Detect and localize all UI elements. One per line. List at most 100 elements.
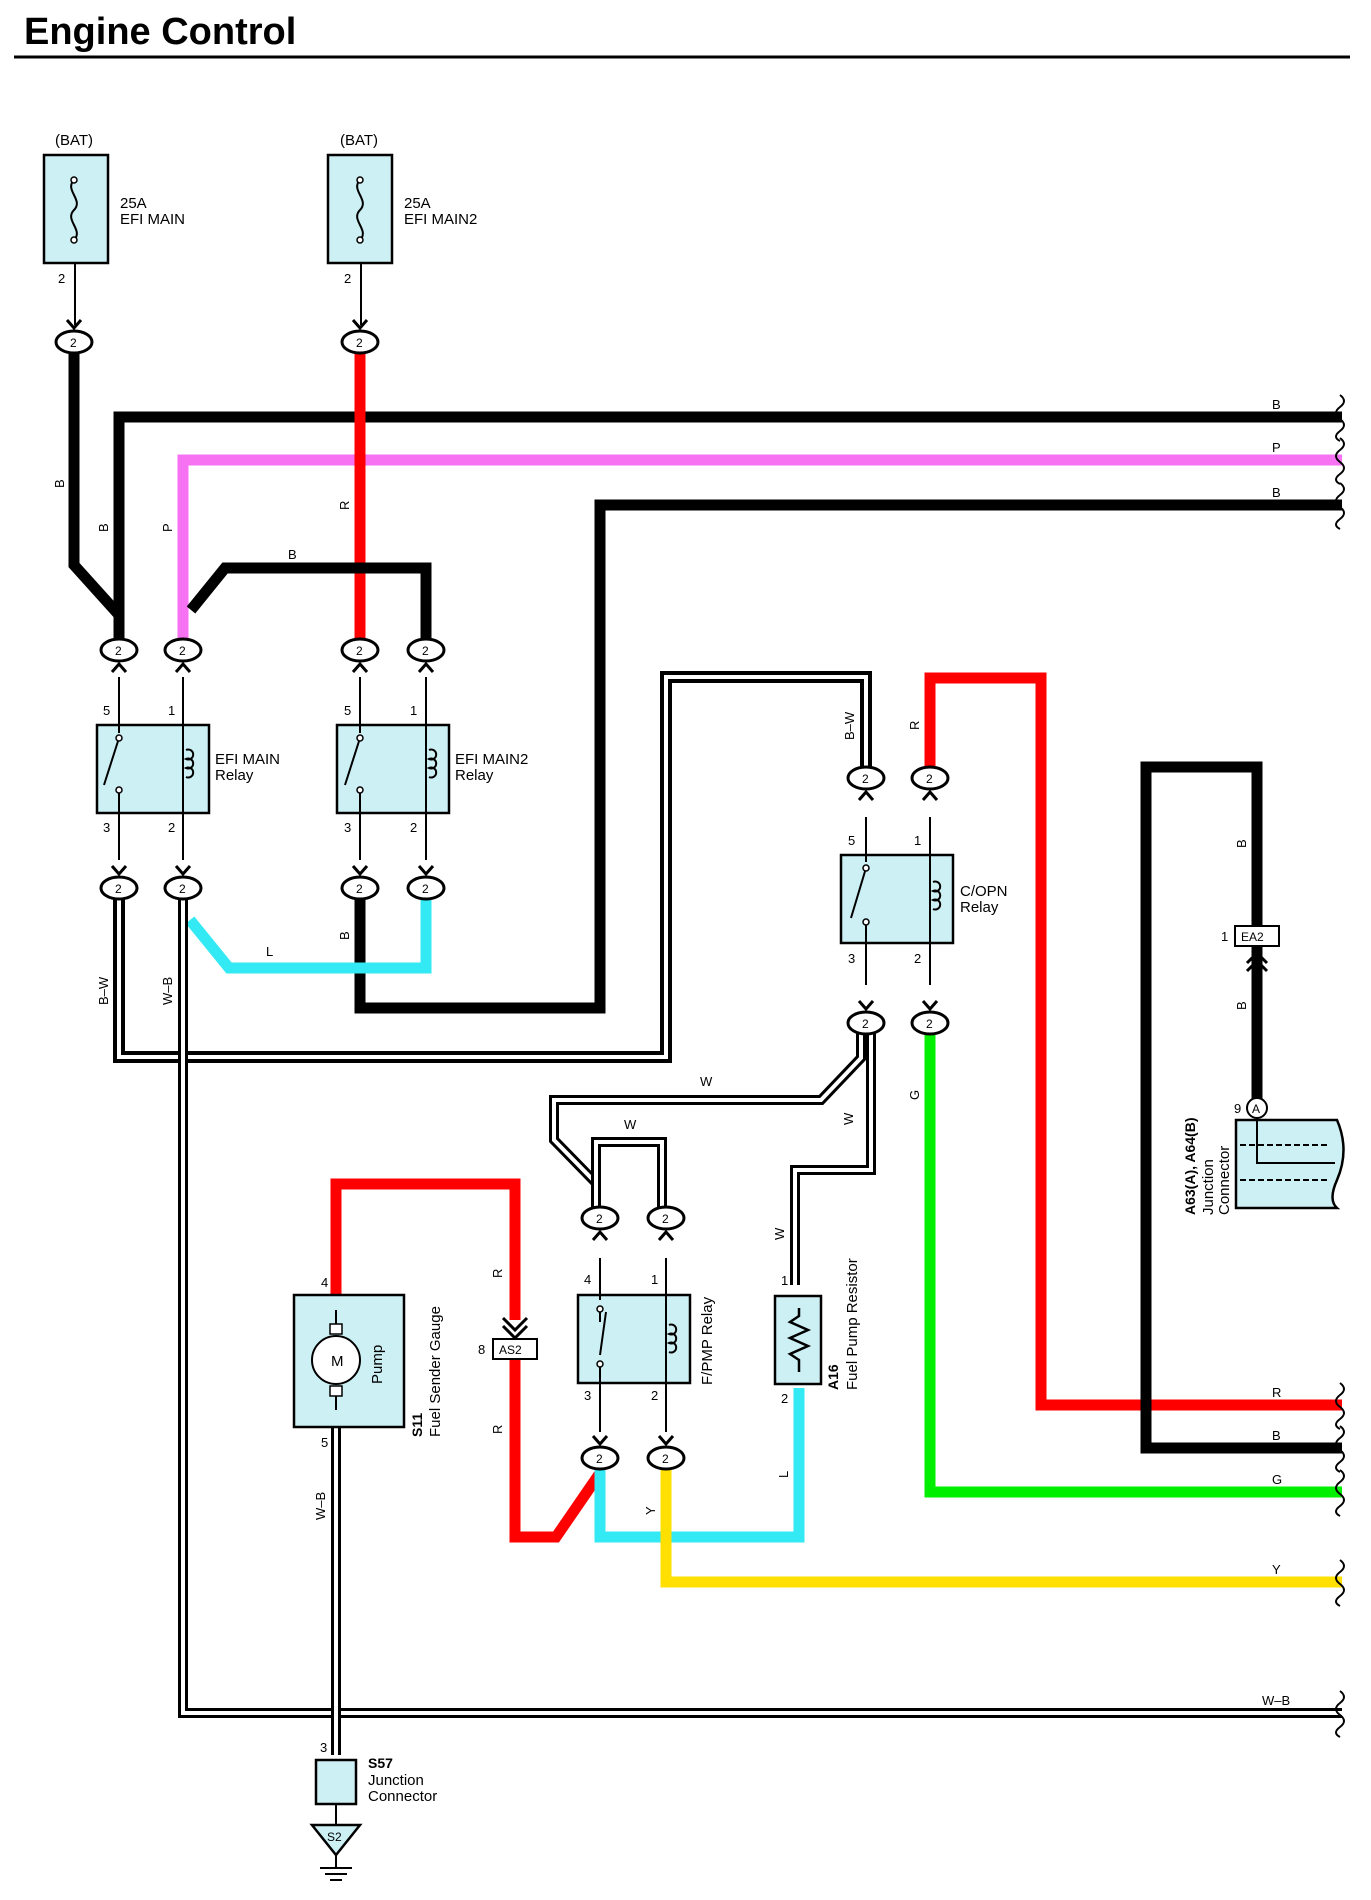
svg-text:25A: 25A <box>120 195 147 212</box>
svg-text:8: 8 <box>478 1342 485 1357</box>
connector-pin: 2 <box>846 765 886 801</box>
wire-break-mark <box>1335 482 1345 530</box>
edge-label-4: B <box>1272 1428 1281 1443</box>
svg-text:2: 2 <box>115 882 122 896</box>
svg-text:EA2: EA2 <box>1241 930 1264 944</box>
connector-pin: 2 <box>340 637 380 673</box>
svg-text:1: 1 <box>168 703 175 718</box>
label-b-1: B <box>52 479 67 488</box>
label-b-5: B <box>1234 839 1249 848</box>
svg-text:Relay: Relay <box>455 767 494 784</box>
connector-pin: 2 <box>99 865 139 901</box>
wire-wb <box>178 898 1342 1718</box>
svg-text:4: 4 <box>584 1272 591 1287</box>
label-l-2: L <box>776 1471 791 1478</box>
wire-g <box>924 1023 1342 1498</box>
svg-text:Relay: Relay <box>215 767 254 784</box>
svg-text:2: 2 <box>926 1017 933 1031</box>
svg-text:3: 3 <box>344 820 351 835</box>
label-b-2: B <box>96 523 111 532</box>
wire-l-efi <box>185 898 432 974</box>
label-r-2: R <box>907 721 922 730</box>
label-y: Y <box>643 1506 658 1515</box>
wire-y <box>660 1470 1342 1588</box>
wire-b-junction <box>1140 761 1342 1454</box>
svg-text:Connector: Connector <box>1216 1146 1233 1215</box>
svg-text:1: 1 <box>914 833 921 848</box>
wire-p-bus <box>177 454 1342 638</box>
svg-text:2: 2 <box>926 772 933 786</box>
connector-pin: 2 <box>580 1205 620 1241</box>
svg-text:5: 5 <box>321 1435 328 1450</box>
svg-text:2: 2 <box>422 644 429 658</box>
label-w-4: W <box>772 1227 787 1240</box>
wire-b-to-main2-relay-1 <box>186 562 432 638</box>
connector-pin: 2 <box>406 637 446 673</box>
svg-text:S11: S11 <box>409 1413 425 1437</box>
svg-text:Connector: Connector <box>368 1788 437 1805</box>
connector-pin: 2 <box>406 865 446 901</box>
svg-text:1: 1 <box>781 1273 788 1288</box>
connector-as2: AS2 8 <box>478 1316 538 1360</box>
wire-break-mark <box>1335 1382 1345 1430</box>
svg-text:S2: S2 <box>327 1830 342 1844</box>
connector-pin: 2 <box>163 637 203 673</box>
label-wb-2: W–B <box>313 1492 328 1520</box>
wire-break-mark <box>1335 1559 1345 1607</box>
svg-text:2: 2 <box>781 1391 788 1406</box>
wire-labels: B B P R B L B B–W W–B B–W R B B G W W W … <box>52 397 1290 1708</box>
svg-text:AS2: AS2 <box>499 1343 522 1357</box>
connector-pin: 2 <box>580 1435 620 1471</box>
svg-text:2: 2 <box>168 820 175 835</box>
svg-text:2: 2 <box>179 644 186 658</box>
svg-text:A63(A), A64(B): A63(A), A64(B) <box>1182 1118 1198 1216</box>
label-w-1: W <box>700 1074 713 1089</box>
wire-r-copn <box>924 672 1342 1411</box>
edge-label-6: Y <box>1272 1562 1281 1577</box>
fpmp-relay: F/PMP Relay 4 1 3 2 <box>576 1258 716 1432</box>
wire-break-marks <box>1335 394 1345 1738</box>
label-r-1: R <box>337 501 352 510</box>
connector-pin: 2 <box>163 865 203 901</box>
svg-text:5: 5 <box>848 833 855 848</box>
label-b-6: B <box>1234 1001 1249 1010</box>
label-wb-1: W–B <box>160 977 175 1005</box>
wire-l-fpmp <box>594 1388 805 1543</box>
svg-text:Junction: Junction <box>1200 1159 1217 1215</box>
svg-text:Junction: Junction <box>368 1772 424 1789</box>
svg-text:1: 1 <box>410 703 417 718</box>
label-l-1: L <box>266 944 273 959</box>
svg-text:Fuel Pump Resistor: Fuel Pump Resistor <box>844 1258 861 1390</box>
fuel-sender-gauge: M Pump 4 5 S11 Fuel Sender Gauge <box>292 1275 444 1450</box>
svg-text:EFI MAIN: EFI MAIN <box>120 211 185 228</box>
label-bw-1: B–W <box>96 976 111 1005</box>
wire-break-mark <box>1335 437 1345 485</box>
svg-text:2: 2 <box>356 644 363 658</box>
svg-text:C/OPN: C/OPN <box>960 883 1008 900</box>
svg-text:EFI MAIN2: EFI MAIN2 <box>455 751 528 768</box>
wires <box>68 240 1342 1755</box>
fuel-pump-resistor: 1 2 A16 Fuel Pump Resistor <box>773 1258 861 1406</box>
connector-pin: 2 <box>646 1435 686 1471</box>
ground-s2: S2 <box>309 1823 363 1881</box>
connector-pin: 2 <box>910 1000 950 1036</box>
svg-text:Pump: Pump <box>369 1345 386 1384</box>
connector-pin: 2 <box>99 637 139 673</box>
svg-text:2: 2 <box>356 336 363 350</box>
page-title: Engine Control <box>24 11 296 53</box>
svg-text:1: 1 <box>651 1272 658 1287</box>
wire-bw <box>113 671 872 1063</box>
svg-text:M: M <box>331 1353 344 1370</box>
label-r-3: R <box>490 1269 505 1278</box>
connector-pin: 2 <box>340 319 380 355</box>
edge-label-5: G <box>1272 1472 1282 1487</box>
edge-label-0: B <box>1272 397 1281 412</box>
connector-ea2: EA2 1 <box>1221 925 1280 973</box>
svg-text:S57: S57 <box>368 1755 393 1771</box>
fuse-efi-main: (BAT) 25A EFI MAIN 2 <box>42 132 185 286</box>
svg-text:5: 5 <box>344 703 351 718</box>
wire-r-pump <box>330 1178 521 1320</box>
svg-text:2: 2 <box>422 882 429 896</box>
efi-main2-relay: EFI MAIN2 Relay 5 1 3 2 <box>335 677 528 860</box>
